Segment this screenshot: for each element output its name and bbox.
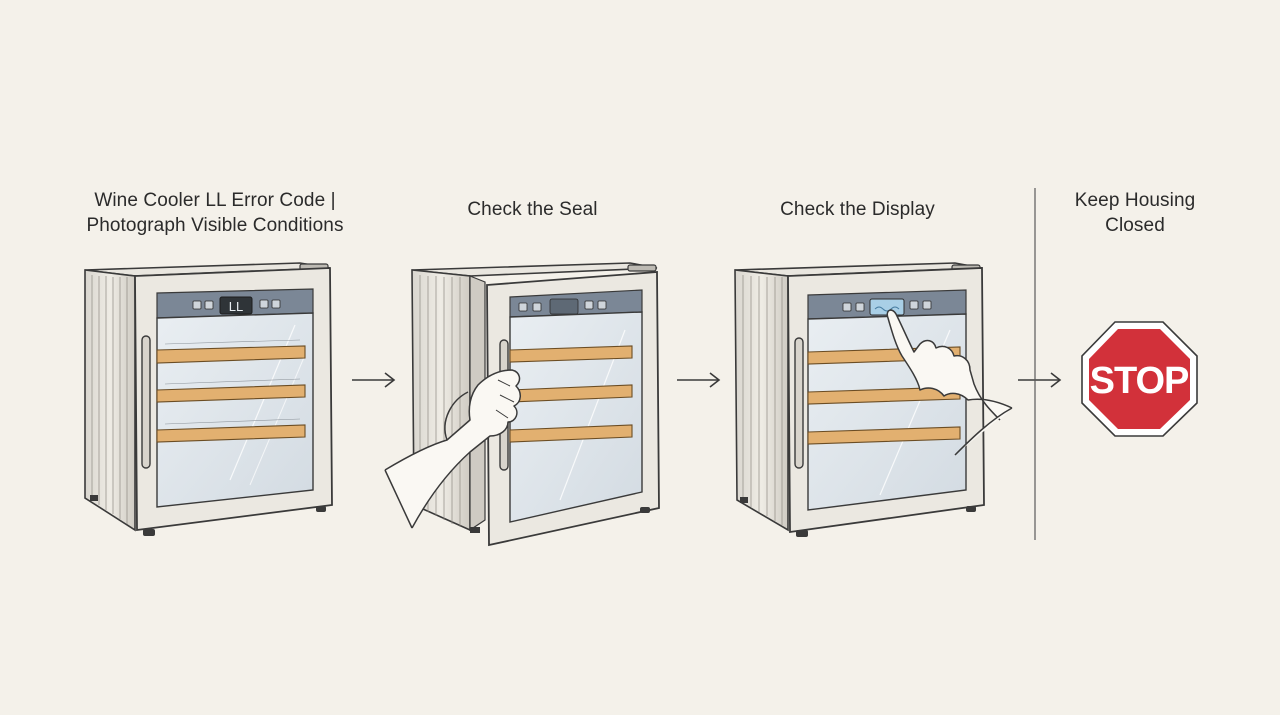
step3-title-line1: Check the Display (780, 199, 935, 220)
step4-title-line2: Closed (1105, 215, 1165, 236)
step2-title-line1: Check the Seal (467, 199, 598, 220)
step4-title-line1: Keep Housing (1074, 190, 1196, 211)
hand-icon (886, 309, 1013, 456)
stop-sign-text: STOP (1090, 360, 1189, 402)
cooler-3 (734, 262, 1013, 537)
step1-title: Wine Cooler LL Error Code | Photograph V… (60, 188, 370, 238)
stop-sign-icon: STOP (1081, 321, 1198, 437)
display-readout: LL (229, 299, 243, 314)
step1-title-line1: Wine Cooler LL Error Code | (94, 190, 336, 211)
cooler-2 (384, 262, 660, 547)
step1-title-line2: Photograph Visible Conditions (86, 215, 344, 236)
step4-title: Keep Housing Closed (1050, 188, 1220, 238)
arrow-right-icon (1018, 372, 1062, 388)
step3-title: Check the Display (740, 197, 975, 222)
arrow-right-icon (352, 372, 396, 388)
step2-title: Check the Seal (420, 197, 645, 222)
arrow-right-icon (677, 372, 721, 388)
hand-icon (384, 369, 521, 529)
cooler-1: LL (84, 262, 333, 536)
